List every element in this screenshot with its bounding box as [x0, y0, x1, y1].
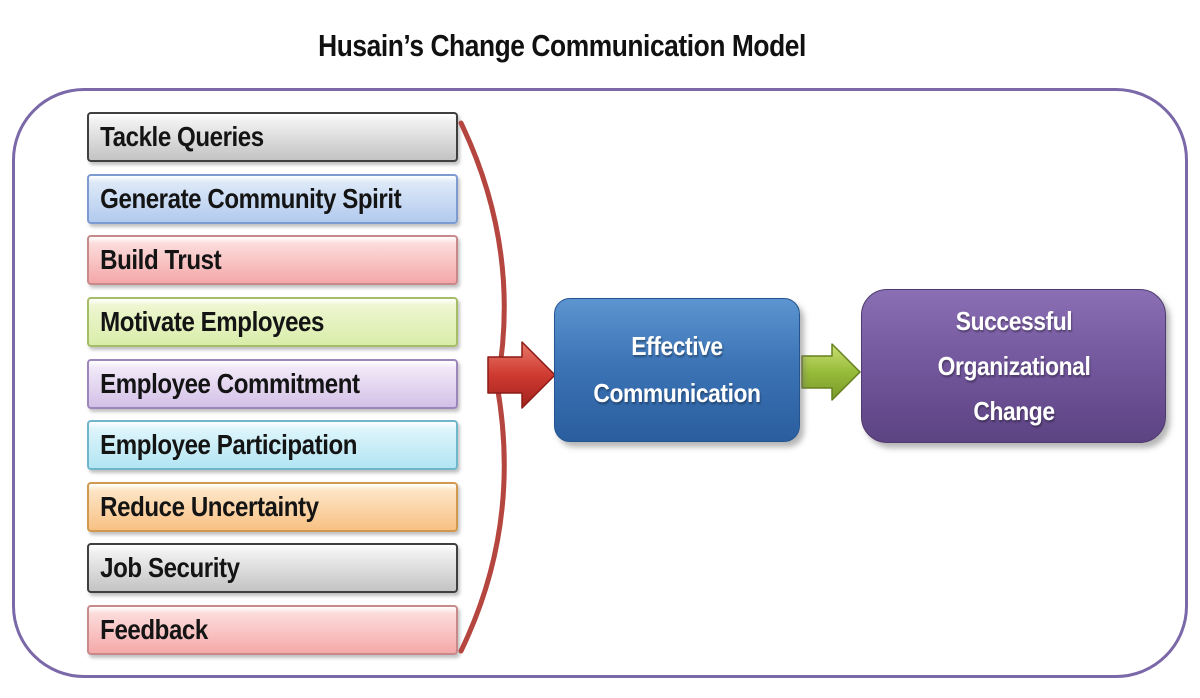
factor-label: Reduce Uncertainty [100, 490, 319, 522]
factor-label: Tackle Queries [100, 121, 264, 152]
factor-box: Job Security [87, 543, 458, 594]
factor-label: Employee Commitment [100, 367, 360, 399]
factor-box: Feedback [87, 605, 458, 655]
factor-box: Generate Community Spirit [87, 173, 458, 224]
factor-box: Build Trust [87, 235, 458, 286]
page-title: Husain’s Change Communication Model [318, 28, 806, 63]
successful-change-node: Successful Organizational Change [861, 289, 1166, 443]
factor-list: Tackle Queries Generate Community Spirit… [87, 112, 458, 655]
factor-box: Tackle Queries [87, 112, 458, 162]
effective-communication-label: Effective Communication [593, 331, 761, 408]
factor-box: Employee Participation [87, 420, 458, 471]
factor-label: Generate Community Spirit [100, 182, 402, 214]
successful-change-label: Successful Organizational Change [937, 305, 1090, 426]
factor-label: Job Security [100, 552, 240, 584]
factor-label: Motivate Employees [100, 305, 324, 337]
factor-label: Employee Participation [100, 429, 358, 461]
effective-communication-node: Effective Communication [554, 298, 800, 442]
factor-box: Reduce Uncertainty [87, 481, 458, 532]
factor-box: Employee Commitment [87, 358, 458, 409]
factor-box: Motivate Employees [87, 296, 458, 347]
factor-label: Build Trust [100, 244, 222, 276]
factor-label: Feedback [100, 614, 208, 645]
